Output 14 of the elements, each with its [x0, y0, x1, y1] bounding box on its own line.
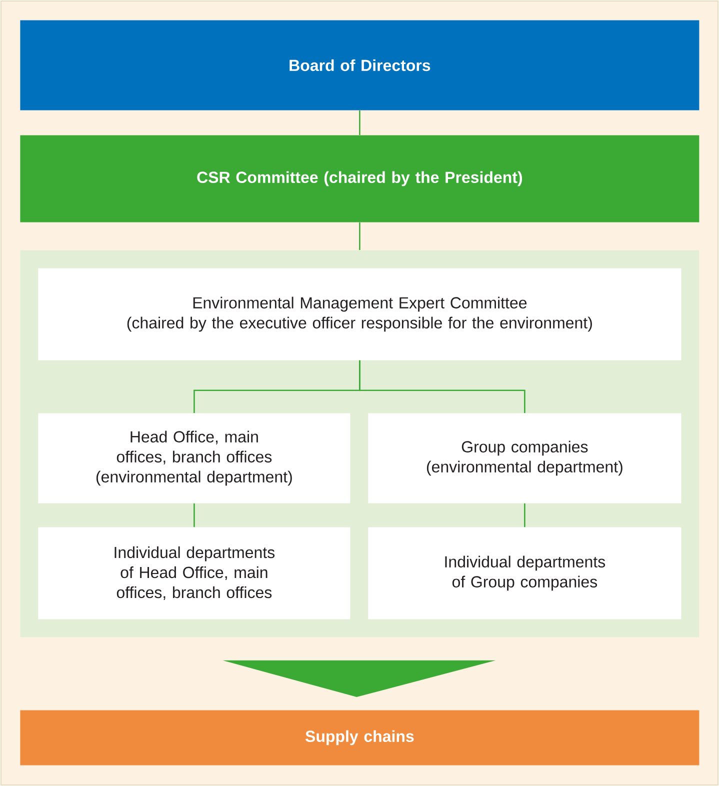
result-bar: Supply chains [20, 710, 700, 766]
department-box: Individual departments of Group companies [368, 527, 682, 620]
connector-line [359, 360, 526, 413]
connector-line [524, 503, 526, 527]
connector-line [359, 222, 360, 250]
committee-box: Environmental Management Expert Committee (chaired by the executive officer responsible for the environment) [38, 268, 682, 360]
department-box: Individual departments of Head Office, main offices, branch offices [38, 527, 350, 620]
connector-line [359, 110, 360, 135]
office-box: Group companies (environmental department) [368, 413, 682, 504]
committee-bar: CSR Committee (chaired by the President) [20, 135, 700, 222]
connector-line [194, 503, 195, 527]
arrow [222, 660, 496, 697]
title-bar: Board of Directors [20, 20, 700, 110]
office-box: Head Office, main offices, branch offices (environmental department) [38, 413, 350, 504]
